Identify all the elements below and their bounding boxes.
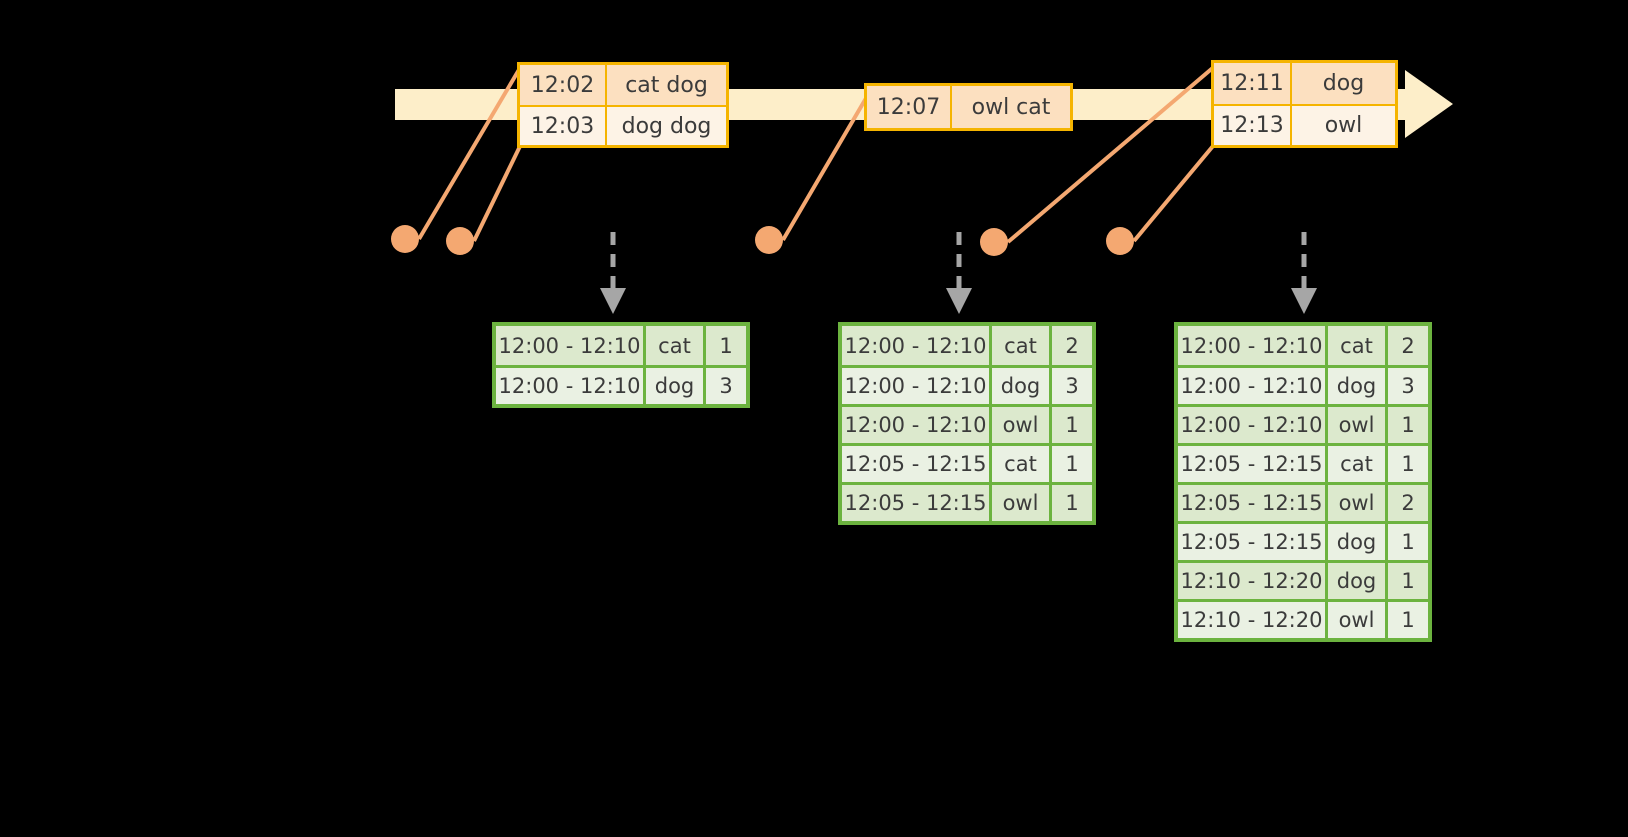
table-row: 12:00 - 12:10 owl 1 [1178,404,1428,443]
count-cell: 1 [1401,452,1415,476]
result-table-3[interactable]: 12:00 - 12:10 cat 2 12:00 - 12:10 dog 3 … [1174,322,1432,642]
window-cell: 12:00 - 12:10 [496,368,646,404]
count-cell: 1 [1065,452,1079,476]
word-cell: dog [992,368,1052,404]
table-row: 12:05 - 12:15 owl 1 [842,482,1092,521]
count-cell: 3 [1401,374,1415,398]
event-dot-1 [391,225,419,253]
flow-arrow-down-1 [600,232,626,314]
word-cell: cat [992,446,1052,482]
event-words: dog [1322,71,1365,96]
event-box-group-3[interactable]: 12:11 dog 12:13 owl [1211,60,1398,148]
table-row: 12:00 - 12:10 owl 1 [842,404,1092,443]
word-cell: dog [1328,368,1388,404]
window-cell: 12:00 - 12:10 [842,368,992,404]
timeline-arrow-icon [1405,70,1453,138]
table-row: 12:00 - 12:10 cat 1 [496,326,746,365]
count-cell: 1 [1065,413,1079,437]
table-row: 12:10 - 12:20 owl 1 [1178,599,1428,638]
count-cell: 1 [1401,413,1415,437]
event-time: 12:03 [520,107,607,145]
event-time: 12:11 [1214,63,1292,104]
table-row: 12:10 - 12:20 dog 1 [1178,560,1428,599]
window-cell: 12:10 - 12:20 [1178,602,1328,638]
word-cell: owl [992,485,1052,521]
event-time: 12:13 [1214,106,1292,145]
count-cell: 1 [1401,569,1415,593]
window-cell: 12:05 - 12:15 [1178,446,1328,482]
event-box-group-1[interactable]: 12:02 cat dog 12:03 dog dog [517,62,729,148]
word-cell: owl [992,407,1052,443]
count-cell: 3 [719,374,733,398]
count-cell: 1 [1401,608,1415,632]
flow-arrow-down-3 [1291,232,1317,314]
window-cell: 12:00 - 12:10 [1178,326,1328,365]
table-row: 12:00 - 12:10 dog 3 [496,365,746,404]
result-table-2[interactable]: 12:00 - 12:10 cat 2 12:00 - 12:10 dog 3 … [838,322,1096,525]
window-cell: 12:05 - 12:15 [1178,485,1328,521]
count-cell: 1 [1401,530,1415,554]
window-cell: 12:05 - 12:15 [842,446,992,482]
window-cell: 12:00 - 12:10 [842,326,992,365]
event-box-group-2[interactable]: 12:07 owl cat [864,83,1073,131]
table-row: 12:00 - 12:10 cat 2 [1178,326,1428,365]
event-time: 12:02 [520,65,607,105]
window-cell: 12:05 - 12:15 [842,485,992,521]
event-dot-2 [446,227,474,255]
word-cell: owl [1328,407,1388,443]
window-cell: 12:00 - 12:10 [496,326,646,365]
count-cell: 1 [719,333,733,358]
word-cell: dog [1328,524,1388,560]
word-cell: cat [646,326,706,365]
event-words: owl [1324,113,1363,138]
event-words: dog dog [621,113,712,139]
count-cell: 2 [1401,333,1415,358]
event-dot-5 [1106,227,1134,255]
word-cell: cat [1328,326,1388,365]
count-cell: 2 [1065,333,1079,358]
event-row: 12:02 cat dog [520,65,726,105]
window-cell: 12:00 - 12:10 [1178,368,1328,404]
window-cell: 12:00 - 12:10 [842,407,992,443]
word-cell: cat [1328,446,1388,482]
word-cell: dog [646,368,706,404]
word-cell: cat [992,326,1052,365]
word-cell: dog [1328,563,1388,599]
window-cell: 12:00 - 12:10 [1178,407,1328,443]
event-row: 12:11 dog [1214,63,1395,104]
table-row: 12:05 - 12:15 owl 2 [1178,482,1428,521]
count-cell: 1 [1065,491,1079,515]
table-row: 12:00 - 12:10 dog 3 [842,365,1092,404]
result-table-1[interactable]: 12:00 - 12:10 cat 1 12:00 - 12:10 dog 3 [492,322,750,408]
table-row: 12:00 - 12:10 cat 2 [842,326,1092,365]
count-cell: 2 [1401,491,1415,515]
table-row: 12:05 - 12:15 cat 1 [842,443,1092,482]
word-cell: owl [1328,485,1388,521]
table-row: 12:00 - 12:10 dog 3 [1178,365,1428,404]
event-dot-4 [980,228,1008,256]
event-row: 12:03 dog dog [520,105,726,145]
flow-arrow-down-2 [946,232,972,314]
window-cell: 12:05 - 12:15 [1178,524,1328,560]
event-words: owl cat [971,94,1051,120]
event-row: 12:13 owl [1214,104,1395,145]
event-words: cat dog [625,72,708,98]
word-cell: owl [1328,602,1388,638]
table-row: 12:05 - 12:15 cat 1 [1178,443,1428,482]
table-row: 12:05 - 12:15 dog 1 [1178,521,1428,560]
count-cell: 3 [1065,374,1079,398]
window-cell: 12:10 - 12:20 [1178,563,1328,599]
event-row: 12:07 owl cat [867,86,1070,128]
event-dot-3 [755,226,783,254]
event-time: 12:07 [867,86,952,128]
